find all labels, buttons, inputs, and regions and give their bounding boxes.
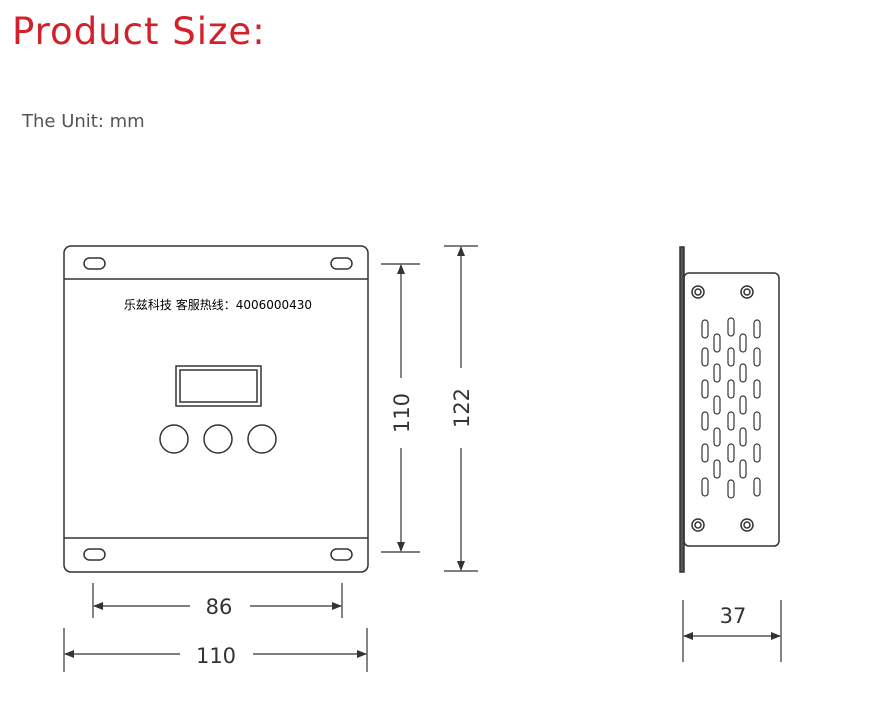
page-title: Product Size:: [12, 10, 266, 53]
screw-top-left-inner: [694, 288, 702, 296]
screw-bottom-left-inner: [694, 521, 702, 529]
front-dimensions: [63, 245, 478, 672]
dim-label-37: 37: [720, 604, 747, 628]
control-button-2: [203, 424, 233, 454]
dim-label-86: 86: [206, 595, 233, 619]
mounting-slot-top-right: [330, 257, 353, 270]
vent-slot: [739, 333, 747, 353]
dim-label-110-width: 110: [196, 644, 236, 668]
vent-slot: [753, 347, 761, 367]
display-outer: [175, 365, 262, 407]
screw-bottom-right: [740, 518, 754, 532]
vent-slot: [727, 379, 735, 399]
screw-top-right-inner: [743, 288, 751, 296]
screw-top-right: [740, 285, 754, 299]
vent-slot: [713, 427, 721, 447]
dim-label-122: 122: [450, 388, 474, 428]
mounting-slot-top-left: [83, 257, 106, 270]
display-inner: [179, 369, 258, 403]
control-button-3: [247, 424, 277, 454]
side-body: [683, 272, 780, 547]
vent-slot: [727, 347, 735, 367]
screw-bottom-left: [691, 518, 705, 532]
vent-slot: [753, 477, 761, 497]
vent-slot: [713, 459, 721, 479]
device-label: 乐兹科技 客服热线：4006000430: [124, 297, 312, 312]
vent-slot: [727, 317, 735, 337]
vent-slot: [701, 477, 709, 497]
unit-note: The Unit: mm: [22, 111, 145, 132]
screw-top-left: [691, 285, 705, 299]
device-body: [63, 245, 369, 573]
vent-slot: [727, 479, 735, 499]
mounting-slot-bottom-right: [330, 548, 353, 561]
vent-slot: [753, 411, 761, 431]
vent-slot: [753, 319, 761, 339]
front-view: [63, 245, 369, 573]
vent-slot: [713, 333, 721, 353]
side-dimensions: [682, 600, 782, 662]
vent-slot: [753, 443, 761, 463]
mounting-slot-bottom-left: [83, 548, 106, 561]
vent-slots: [701, 317, 761, 499]
vent-slot: [727, 443, 735, 463]
dim-label-37-bg: [712, 602, 754, 630]
vent-slot: [713, 395, 721, 415]
vent-slot: [727, 411, 735, 431]
vent-slot: [753, 379, 761, 399]
vent-slot: [701, 379, 709, 399]
vent-slot: [701, 411, 709, 431]
vent-slot: [701, 443, 709, 463]
vent-slot: [701, 347, 709, 367]
vent-slot: [739, 395, 747, 415]
vent-slot: [739, 363, 747, 383]
control-button-1: [159, 424, 189, 454]
screw-bottom-right-inner: [743, 521, 751, 529]
vent-slot: [701, 319, 709, 339]
vent-slot: [739, 459, 747, 479]
vent-slot: [739, 427, 747, 447]
side-view: [679, 246, 780, 573]
dim-label-110-height: 110: [390, 393, 414, 433]
vent-slot: [713, 363, 721, 383]
